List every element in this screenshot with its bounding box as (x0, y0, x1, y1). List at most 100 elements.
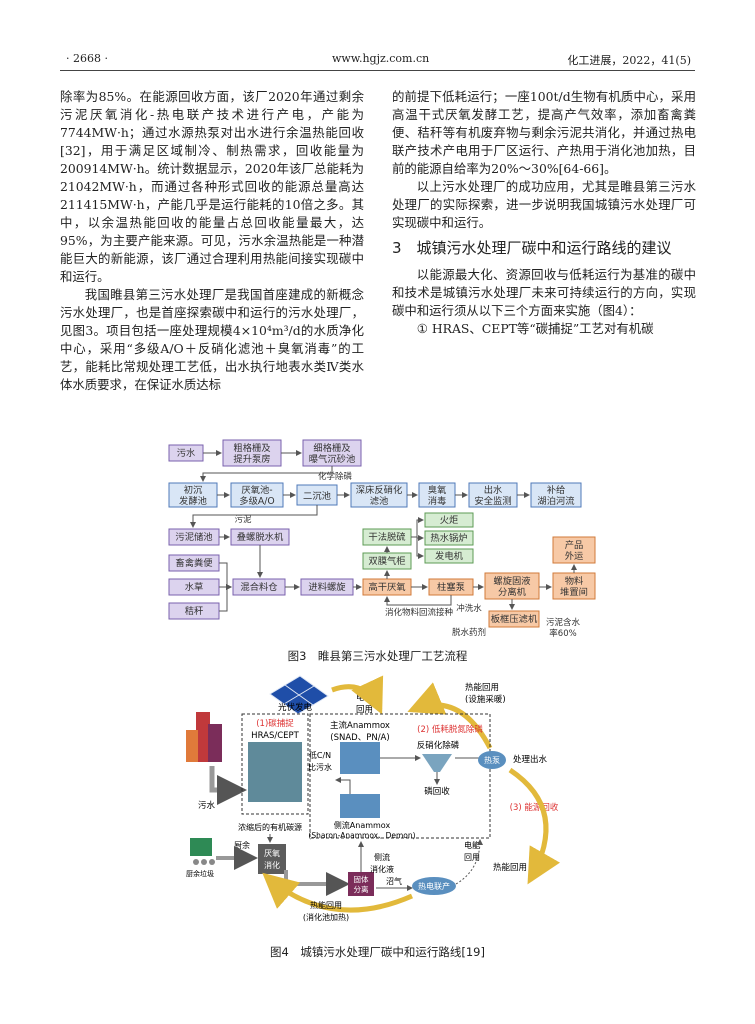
fig4-separation-unit (348, 872, 374, 896)
fig3-box-chushui (468, 482, 518, 508)
fig3-shenchuang-l2: 滤池 (370, 495, 389, 507)
fig4-label-diannenghui-l2: 回用 (464, 853, 480, 862)
fig4-label-reneng-xh-l1: 热能回用 (310, 900, 342, 910)
fig4-label-reneng-xh-l2: (消化池加热) (303, 912, 349, 922)
fig3-label-hanshui-l1: 污泥含水 (546, 617, 581, 628)
fig4-label-rebeng: 热泵 (484, 755, 500, 765)
right-paragraph-1: 的前提下低耗运行；一座100t/d生物有机质中心，采用高温干式厌氧发酵工艺，提高… (392, 89, 696, 176)
fig4-label-snad: (SNAD、PN/A) (330, 733, 389, 743)
fig3-box-fadian (424, 548, 474, 564)
fig4-label-ditan-l2: 比污水 (308, 762, 332, 772)
fig4-digester-tank (258, 844, 286, 874)
fig4-label-diannenghui-l1: 电能 (464, 840, 480, 850)
fig4-clarifier-icon (422, 754, 452, 772)
fig4-label-fanxiao: 反硝化除磷 (417, 740, 460, 751)
fig4-label-huishou3: (3) 能源回收 (510, 802, 559, 813)
page-number: · 2668 · (66, 52, 108, 65)
fig4-label-tanbuzhuo: (1)碳捕捉 (256, 718, 294, 729)
fig3-wuliao-l1: 物料 (565, 575, 584, 587)
fig4-label-ditan-l1: 低C/N (309, 750, 331, 760)
fig3-chouyang-l2: 消毒 (428, 495, 447, 507)
fig4-digester-heat-arrow (262, 872, 414, 913)
fig3-chuqin: 畜禽粪便 (175, 557, 212, 569)
fig4-label-guti-l1: 固体 (354, 874, 369, 884)
fig4-label-chuyu-l1: 厨余 (234, 840, 250, 850)
kitchen-waste-icon (190, 838, 215, 865)
fig4-label-dihao: (2) 低耗脱氮除磷 (417, 724, 483, 735)
fig3-gaowen: 高干厌氧 (368, 581, 405, 593)
fig4-label-reneng-l2: (设施采暖) (465, 694, 506, 705)
fig4-label-zhuliu: 主流Anammox (330, 720, 390, 731)
fig3-box-banke (488, 610, 540, 628)
fig3-chouyang-l1: 臭氧 (428, 484, 447, 496)
fig3-ganfa: 干法脱硫 (368, 531, 405, 543)
fig4-label-tuxiang: 厨余垃圾 (186, 869, 214, 878)
fig4-label-reneng-l1: 热能回用 (465, 682, 499, 693)
fig4-label-guangfu: 光伏发电 (278, 702, 313, 713)
right-paragraph-3: 以能源最大化、资源回收与低耗运行为基准的碳中和技术是城镇污水处理厂未来可持续运行… (392, 267, 696, 318)
fig3-reshui: 热水锅炉 (430, 532, 467, 544)
fig3-label-xiaohua: 消化物料回流接种 (385, 607, 453, 618)
fig3-box-wuliao (552, 572, 596, 600)
figure-3-process-flow: 污水 粗格栅及 提升泵房 细格栅及 曝气沉砂池 初沉 发酵池 厌氧池- 多级A/… (168, 439, 596, 639)
fig3-box-geshan (222, 439, 282, 467)
section-heading: 3 城镇污水处理厂碳中和运行路线的建议 (392, 239, 672, 257)
fig3-buji-l1: 补给 (547, 484, 566, 496)
fig3-erchen: 二沉池 (303, 490, 331, 502)
fig4-anammox-frame (309, 713, 491, 839)
right-column: 的前提下低耗运行；一座100t/d生物有机质中心，采用高温干式厌氧发酵工艺，提高… (392, 88, 696, 338)
fig4-label-linhuishou: 磷回收 (424, 786, 450, 797)
fig3-wunichuchi: 污泥储池 (175, 531, 212, 543)
fig3-ao-l2: 多级A/O (239, 495, 274, 507)
fig3-jiegan: 秸秆 (185, 605, 204, 617)
fig3-box-chuchen (168, 482, 218, 508)
fig4-solar-arrow (331, 675, 384, 715)
fig4-energy-arrow (508, 767, 561, 885)
journal-citation: 化工进展，2022，41(5) (567, 54, 691, 67)
heat-pump-icon (478, 751, 506, 769)
fig3-dieluo: 叠螺脱水机 (237, 531, 284, 543)
fig4-label-ceil-l2: (Sharon-Anammox、Demon) (308, 831, 415, 840)
journal-url[interactable]: www.hgjz.com.cn (332, 52, 430, 65)
fig3-ao-l1: 厌氧池- (241, 484, 272, 496)
fig4-label-nongsuo: 浓缩后的有机碳源 (238, 822, 302, 832)
fig3-geshan-l1: 粗格栅及 (233, 442, 270, 454)
fig3-label-hanshui-l2: 率60% (549, 628, 576, 639)
fig3-label-chongxi: 冲洗水 (456, 603, 482, 614)
fig4-label-wushui: 污水 (198, 800, 216, 811)
fig3-chuchen-l1: 初沉 (184, 484, 203, 496)
fig3-box-buji (530, 482, 582, 508)
fig3-geshan-l2: 提升泵房 (233, 453, 270, 465)
fig4-label-celiu-l2: 消化液 (370, 864, 394, 874)
fig4-label-ceil-l1: 侧流Anammox (334, 820, 391, 830)
fig4-label-zhaoqi: 沼气 (386, 876, 402, 886)
fig4-label-yanyang-l1: 厌氧 (264, 848, 280, 858)
fig3-box-huoju (424, 512, 474, 528)
fig3-shuangmo: 双膜气柜 (368, 555, 405, 567)
fig4-label-hras: HRAS/CEPT (251, 731, 299, 741)
fig3-xigeshan-l1: 细格栅及 (313, 442, 350, 454)
fig4-label-yanyang-l2: 消化 (264, 860, 280, 870)
fig3-xuanliu-l2: 分离机 (498, 586, 527, 598)
fig3-chuchen-l2: 发酵池 (179, 495, 207, 507)
fig4-heat-arrow (407, 682, 493, 750)
fig3-chushui-l2: 安全监测 (474, 495, 511, 507)
city-building-icon (186, 712, 222, 762)
fig3-chanpin-l2: 外运 (565, 550, 584, 562)
right-paragraph-4: ① HRAS、CEPT等“碳捕捉”工艺对有机碳 (416, 321, 654, 336)
fig3-xuanliu-l1: 螺旋固液 (493, 575, 530, 587)
fig3-shuicao: 水草 (185, 581, 204, 593)
fig4-label-relian: 热电联产 (418, 881, 450, 891)
fig3-chanpin-l1: 产品 (565, 539, 584, 551)
fig3-banke: 板框压滤机 (491, 613, 538, 625)
fig4-chp-unit (412, 877, 456, 895)
fig4-anammox-tank (340, 742, 380, 774)
solar-panel-icon (269, 675, 329, 715)
left-paragraph-2: 我国睢县第三污水处理厂是我国首座建成的新概念污水处理厂，也是首座探索碳中和运行的… (60, 287, 364, 392)
fig4-sidestream-tank (340, 794, 380, 818)
fig3-wushui: 污水 (177, 447, 196, 459)
fig3-label-huaxue: 化学除磷 (318, 471, 353, 482)
right-paragraph-2: 以上污水处理厂的成功应用，尤其是睢县第三污水处理厂的实际探索，进一步说明我国城镇… (392, 179, 696, 230)
fig3-hunhe: 混合料仓 (240, 581, 278, 593)
fig3-label-tuoshui: 脱水药剂 (452, 627, 486, 638)
